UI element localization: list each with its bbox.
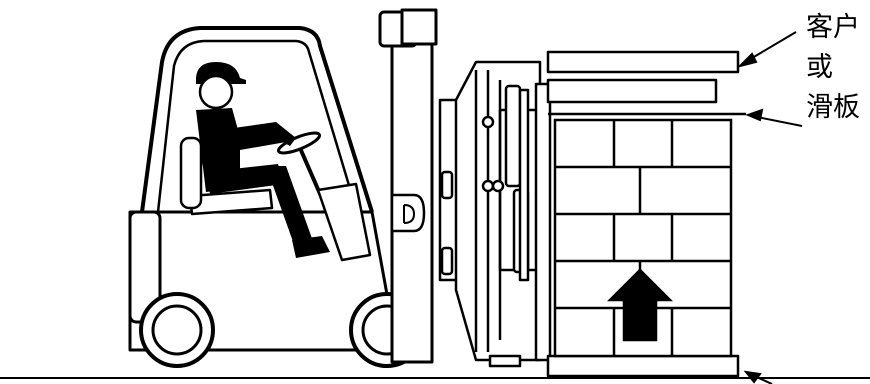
palletized-load-icon <box>555 120 731 356</box>
mast-cap <box>402 10 436 44</box>
gripper-jaw-top-inner <box>548 80 716 102</box>
platen-bottom <box>548 356 738 376</box>
operator-head <box>200 76 232 108</box>
rear-wheel-hub <box>153 306 201 354</box>
leader-arrowhead-middle <box>748 110 762 120</box>
callout-leaders <box>740 32 802 384</box>
mast-hook <box>392 195 424 231</box>
pivot-2 <box>483 181 493 191</box>
gripper-jaw-top <box>548 52 738 72</box>
callout-label-customer: 客户 <box>806 12 860 44</box>
pivot-3 <box>493 181 503 191</box>
carriage-bracket-2 <box>442 248 452 274</box>
callout-label-slipsheet: 滑板 <box>806 92 860 124</box>
seat-back <box>181 138 201 208</box>
callout-label-or: 或 <box>806 52 833 84</box>
seat-base <box>190 190 272 214</box>
cylinder-upper <box>506 86 520 186</box>
pivot-1 <box>483 117 493 127</box>
push-plate <box>536 84 550 360</box>
carriage-bracket-1 <box>442 172 452 198</box>
cylinder-rod <box>520 90 528 280</box>
leader-arrowhead-top <box>740 54 756 66</box>
platen-foot <box>490 356 520 366</box>
